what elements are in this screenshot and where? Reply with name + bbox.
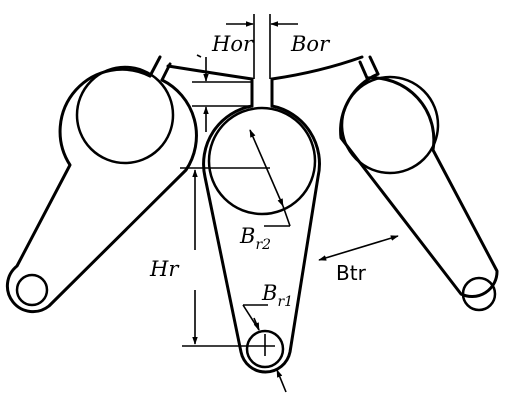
label-btr: Btr [336,261,367,285]
rotor-surface-left [166,64,254,81]
center-slot-opening [250,77,274,108]
left-small-bar [15,273,49,307]
hor-leader [196,54,202,58]
right-slot-neck [358,55,380,80]
label-hor: Hor [211,32,255,56]
br1-arrow-top [253,317,260,331]
left-slot-outline [5,67,198,314]
center-large-bar [207,106,317,216]
br1-arrow-bottom [276,369,287,393]
br2-leader [282,205,291,227]
btr-dimension-arrow [318,235,399,261]
left-slot-neck [148,55,172,82]
label-hr: Hr [149,257,180,281]
right-small-bar [461,276,497,312]
left-large-bar [75,65,175,165]
label-br2-sub: r2 [255,237,271,253]
rotor-surface-right [270,55,364,81]
label-br1-main: B [261,281,277,305]
label-br2-main: B [239,224,255,248]
right-large-bar [340,75,440,175]
label-bor: Bor [290,32,331,56]
label-br1: Br1 [261,281,293,310]
center-slot-outline [202,104,321,374]
br2-diameter-arrow [249,129,284,207]
label-br2: Br2 [239,224,271,253]
label-br1-sub: r1 [277,294,293,310]
center-small-bar [245,329,285,369]
